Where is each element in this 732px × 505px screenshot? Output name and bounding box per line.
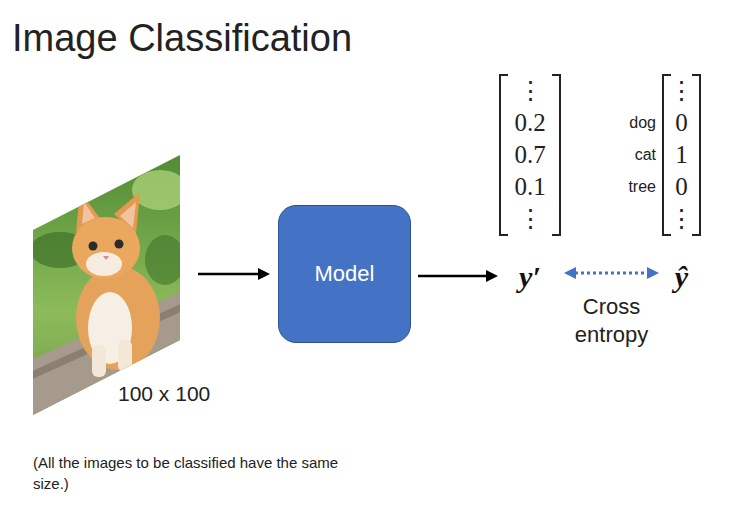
connector-line: [418, 275, 487, 278]
vector-entry: 0.2: [514, 109, 545, 136]
size-label: 100 x 100: [118, 381, 210, 407]
vector-entry: ⋮: [518, 205, 543, 232]
vector-row: ⋮: [500, 75, 560, 107]
row-label: cat: [635, 139, 656, 171]
vector-symbol: ŷ: [653, 261, 710, 293]
model-box: Model: [278, 205, 411, 343]
arrow-head: [647, 267, 659, 279]
vector-brackets: [500, 75, 700, 235]
vector-entry: 0.7: [514, 141, 545, 168]
target-vector: ⋮dog0cat1tree0⋮ŷ: [663, 75, 700, 290]
row-label: tree: [628, 171, 656, 203]
vector-row: 0.7: [500, 139, 560, 171]
cat-photo: [30, 150, 188, 420]
arrow-head: [564, 267, 576, 279]
vector-row: 0.1: [500, 171, 560, 203]
connector: [564, 267, 659, 279]
arrow-head: [486, 270, 498, 282]
vector-row: ⋮: [663, 75, 700, 107]
vector-row: tree0: [663, 171, 700, 203]
box-label: Model: [315, 261, 375, 287]
connector: [198, 268, 270, 280]
edge-label: Cross entropy: [562, 293, 662, 349]
output-vector: ⋮0.20.70.1⋮y′: [500, 75, 560, 290]
vector-symbol: y′: [490, 261, 570, 293]
note: (All the images to be classified have th…: [33, 452, 358, 494]
vector-entry: ⋮: [518, 77, 543, 104]
row-label: dog: [629, 107, 656, 139]
vector-column: ⋮ 0.2 0.7 0.1 ⋮: [500, 75, 560, 235]
vector-entry: 0: [675, 109, 688, 136]
vector-row: cat1: [663, 139, 700, 171]
vector-entry: ⋮: [669, 205, 694, 232]
vector-row: ⋮: [500, 203, 560, 235]
connector-line: [575, 272, 648, 275]
vector-entry: 1: [675, 141, 688, 168]
vector-column: ⋮dog0cat1tree0⋮: [663, 75, 700, 235]
arrow-head: [258, 268, 270, 280]
vector-entry: 0: [675, 173, 688, 200]
vector-row: ⋮: [663, 203, 700, 235]
vector-entry: ⋮: [669, 77, 694, 104]
vector-entry: 0.1: [514, 173, 545, 200]
connector-line: [198, 273, 259, 276]
vector-row: dog0: [663, 107, 700, 139]
input-image: 100 x 100: [33, 155, 180, 415]
vector-row: 0.2: [500, 107, 560, 139]
connector: [418, 270, 498, 282]
diagram-title: Image Classification: [12, 14, 352, 62]
